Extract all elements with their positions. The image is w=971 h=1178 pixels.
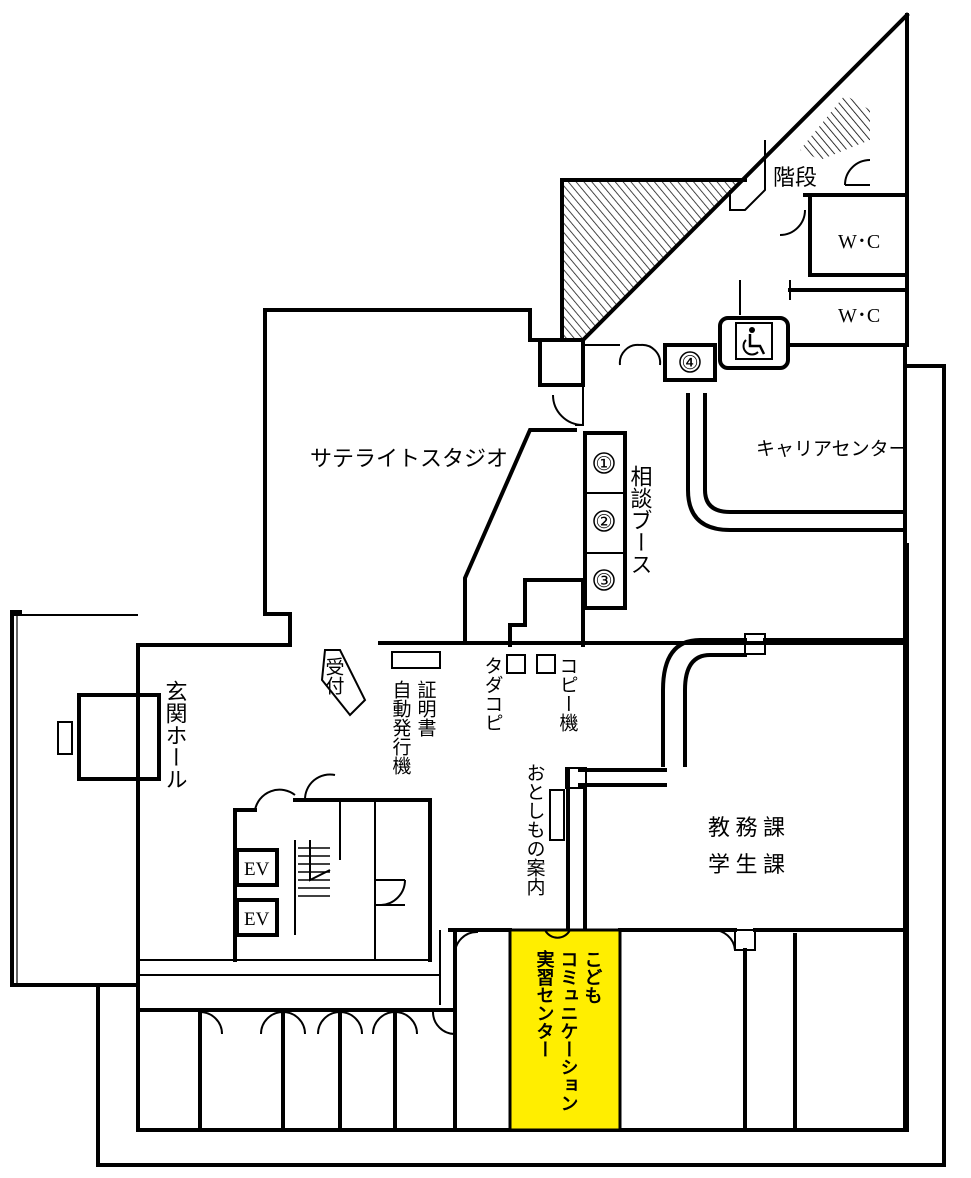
career-center-label: キャリアセンター bbox=[756, 438, 908, 460]
wheelchair-icon bbox=[735, 322, 773, 360]
booth-2: ② bbox=[593, 510, 615, 533]
elevator-1-label: EV bbox=[244, 859, 270, 880]
kodomo-label-line-2: コミュニケーション bbox=[558, 950, 579, 1112]
kodomo-label-line-1: こども bbox=[582, 950, 603, 1004]
kodomo-center-room bbox=[508, 928, 622, 1132]
accessible-toilet bbox=[718, 316, 790, 370]
booth-1: ① bbox=[593, 452, 615, 475]
north-stairs bbox=[729, 95, 871, 211]
elevator-core bbox=[140, 773, 441, 1005]
lost-found-label: おとしもの案内 bbox=[524, 763, 546, 896]
entrance-canopy bbox=[10, 610, 140, 987]
certificate-machine-label-group: 証明書 自動発行機 bbox=[390, 680, 437, 775]
wc-1-label: W･C bbox=[838, 231, 880, 253]
booth-1-number: ① bbox=[595, 454, 612, 475]
booth-4: ④ bbox=[679, 351, 701, 374]
kodomo-center-label: こども コミュニケーション 実習センター bbox=[534, 949, 603, 1112]
north-triangle bbox=[560, 12, 910, 347]
career-center-corridor bbox=[583, 343, 907, 1132]
taga-copy-label: タダコピ bbox=[482, 656, 503, 732]
booth-2-number: ② bbox=[595, 512, 612, 533]
consultation-booth-label: 相談ブース bbox=[628, 465, 653, 575]
reception-label: 受付 bbox=[323, 657, 345, 695]
booth-3: ③ bbox=[593, 569, 615, 592]
booth-4-number: ④ bbox=[681, 353, 698, 374]
lower-rooms bbox=[138, 928, 907, 1132]
stairs-label: 階段 bbox=[773, 165, 817, 190]
main-hall-walls bbox=[57, 308, 532, 990]
student-affairs-label: 学 生 課 bbox=[708, 852, 785, 877]
wc-2-label: W･C bbox=[838, 305, 880, 327]
satellite-studio-label: サテライトスタジオ bbox=[310, 446, 508, 471]
booth-3-number: ③ bbox=[595, 571, 612, 592]
stair-treads bbox=[298, 840, 331, 897]
booth-4-walls bbox=[618, 343, 717, 382]
certificate-machine-label-1: 証明書 bbox=[415, 680, 437, 737]
satellite-studio-walls bbox=[378, 338, 907, 647]
certificate-machine-label-2: 自動発行機 bbox=[390, 680, 412, 775]
entrance-hall-label: 玄関ホール bbox=[163, 680, 188, 790]
kodomo-label-line-3: 実習センター bbox=[534, 949, 555, 1058]
hall-fixtures bbox=[320, 649, 556, 717]
copy-machine-label: コピー機 bbox=[557, 656, 579, 732]
academic-affairs-label: 教 務 課 bbox=[708, 815, 785, 840]
office-corridor bbox=[549, 633, 907, 932]
consultation-booths bbox=[583, 431, 627, 610]
elevator-2-label: EV bbox=[244, 909, 270, 930]
